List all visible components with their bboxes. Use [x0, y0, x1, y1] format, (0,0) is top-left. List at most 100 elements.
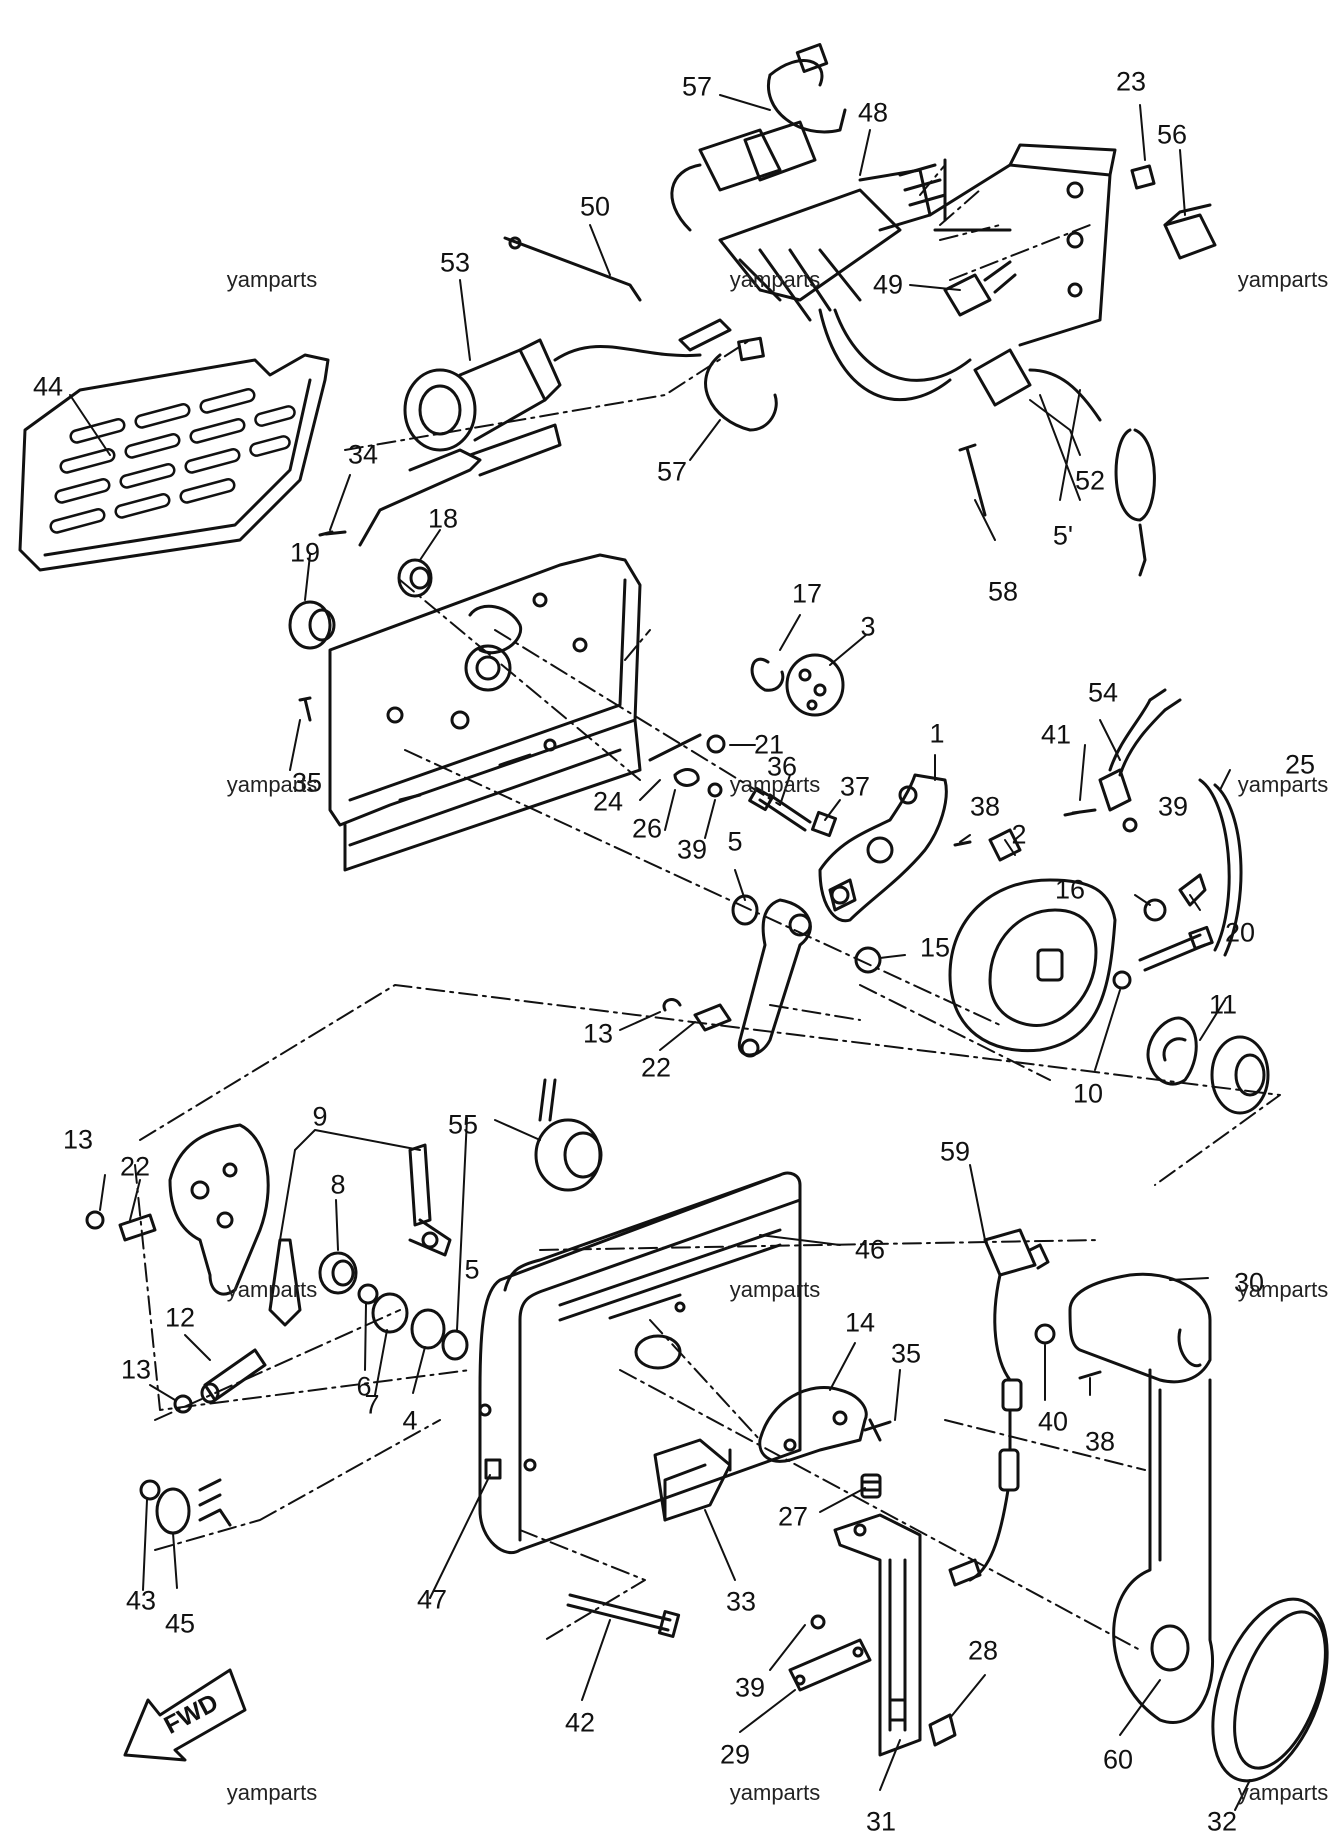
grommet-18 — [397, 558, 433, 598]
part-label-52: 52 — [1074, 465, 1106, 496]
part-label-16: 16 — [1054, 874, 1086, 905]
bracket-33 — [653, 1438, 732, 1522]
part-label-54: 54 — [1087, 677, 1119, 708]
plate-45-43 — [139, 1478, 232, 1535]
cam-plate-3 — [785, 653, 845, 717]
part-label-21: 21 — [753, 729, 785, 760]
fwd-arrow — [123, 1668, 247, 1762]
part-label-13-lower: 13 — [120, 1354, 152, 1385]
part-label-30: 30 — [1233, 1267, 1265, 1298]
part-label-38-lower: 38 — [1084, 1426, 1116, 1457]
part-label-42: 42 — [564, 1707, 596, 1738]
handle-hub-60 — [1150, 1624, 1190, 1672]
part-label-22-upper: 22 — [640, 1052, 672, 1083]
watermark: yamparts — [1237, 1277, 1329, 1302]
part-label-35-upper: 35 — [291, 767, 323, 798]
part-label-48: 48 — [857, 97, 889, 128]
lead-wire-50 — [503, 236, 642, 302]
bushing-right — [1210, 1035, 1270, 1115]
shift-lever — [737, 878, 857, 1058]
bolt-long-right — [1138, 925, 1214, 972]
part-label-46: 46 — [854, 1234, 886, 1265]
handle-30 — [1068, 1272, 1215, 1724]
part-label-17: 17 — [791, 578, 823, 609]
part-label-35-lower: 35 — [890, 1338, 922, 1369]
part-label-18: 18 — [427, 503, 459, 534]
part-label-43: 43 — [125, 1585, 157, 1616]
screw-35-lower — [863, 1418, 892, 1442]
part-label-5-lower: 5 — [464, 1254, 480, 1285]
part-label-47: 47 — [416, 1584, 448, 1615]
pin-22-upper — [693, 1003, 732, 1032]
part-label-38-upper: 38 — [969, 791, 1001, 822]
part-label-13-upper: 13 — [582, 1018, 614, 1049]
washer-4 — [410, 1308, 446, 1350]
part-label-4: 4 — [402, 1405, 418, 1436]
plate-11 — [1146, 1016, 1198, 1086]
bushing-5-upper — [731, 894, 759, 926]
part-label-53: 53 — [439, 247, 471, 278]
grommet-19 — [288, 600, 336, 650]
watermark: yamparts — [226, 267, 318, 292]
part-label-20: 20 — [1224, 917, 1256, 948]
wiring-harness — [670, 120, 972, 402]
part-label-32: 32 — [1206, 1806, 1238, 1837]
pin-16 — [1143, 898, 1167, 922]
long-bolt-42 — [566, 1593, 681, 1638]
part-label-6: 6 — [356, 1371, 372, 1402]
part-label-3: 3 — [860, 611, 876, 642]
part-label-13-left: 13 — [62, 1124, 94, 1155]
cover-strip-25 — [1198, 778, 1243, 957]
screw-39-right — [1122, 817, 1138, 833]
screw-35-upper — [298, 696, 312, 722]
link-29 — [788, 1638, 872, 1692]
part-label-41: 41 — [1040, 719, 1072, 750]
gear-housing — [948, 878, 1117, 1053]
part-label-25: 25 — [1284, 749, 1316, 780]
lever-arm-9 — [268, 1143, 452, 1327]
control-box-inner-panel — [328, 553, 642, 872]
screw-10 — [1112, 970, 1132, 990]
watermark: yamparts — [226, 1780, 318, 1805]
part-label-11: 11 — [1208, 989, 1238, 1020]
trim-switch-54 — [1098, 688, 1182, 812]
part-label-28: 28 — [967, 1635, 999, 1666]
part-label-19: 19 — [289, 537, 321, 568]
bolt-36 — [748, 786, 812, 832]
cover-plate-44 — [18, 353, 330, 572]
part-label-56: 56 — [1156, 119, 1188, 150]
part-label-27: 27 — [777, 1501, 809, 1532]
main-switch-53 — [403, 338, 702, 452]
watermark: yamparts — [226, 1277, 318, 1302]
screw-34 — [318, 530, 347, 537]
nut-37 — [810, 810, 838, 838]
harness-bracket — [358, 423, 562, 547]
bushing-5-lower — [441, 1329, 469, 1361]
part-label-55: 55 — [447, 1109, 479, 1140]
neutral-switch-52 — [973, 348, 1156, 577]
watermark: yamparts — [226, 772, 318, 797]
cap-32 — [1211, 1597, 1329, 1783]
part-label-33: 33 — [725, 1586, 757, 1617]
part-label-51: 5' — [1052, 520, 1074, 551]
lever-31 — [833, 1513, 922, 1757]
part-label-50: 50 — [579, 191, 611, 222]
part-label-10: 10 — [1072, 1078, 1104, 1109]
part-label-8: 8 — [330, 1169, 346, 1200]
bushing-8 — [318, 1251, 358, 1295]
part-label-14: 14 — [844, 1307, 876, 1338]
part-label-29: 29 — [719, 1739, 751, 1770]
part-label-5-upper: 5 — [727, 826, 743, 857]
nut-15 — [854, 946, 882, 974]
part-label-23: 23 — [1115, 66, 1147, 97]
part-label-57-top: 57 — [681, 71, 713, 102]
part-label-37: 37 — [839, 771, 871, 802]
cam-left — [168, 1123, 270, 1296]
part-label-1: 1 — [929, 718, 945, 749]
part-label-39-lower: 39 — [734, 1672, 766, 1703]
circlip-17 — [750, 657, 785, 692]
part-label-12: 12 — [164, 1302, 196, 1333]
watermark: yamparts — [1237, 772, 1329, 797]
part-label-40: 40 — [1037, 1406, 1069, 1437]
